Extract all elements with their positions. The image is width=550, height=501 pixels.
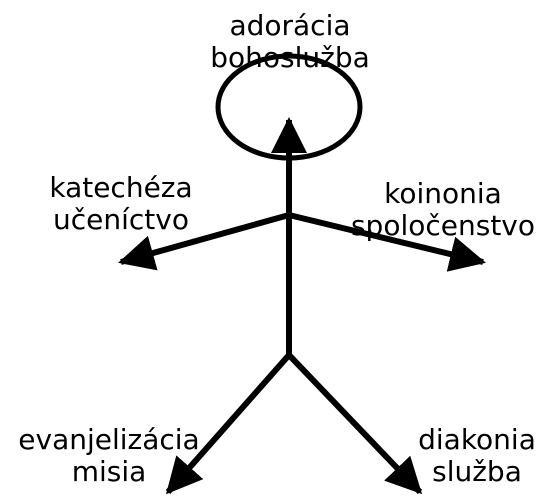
label-bottom-right-line2: služba xyxy=(432,455,522,488)
leg-arrow-right xyxy=(286,352,423,495)
label-left: katechéza učeníctvo xyxy=(38,172,204,236)
label-bottom-right: diakonia služba xyxy=(404,424,550,488)
label-right: koinonia spoločenstvo xyxy=(338,178,548,242)
label-right-line2: spoločenstvo xyxy=(350,209,536,242)
arm-arrow-left xyxy=(118,212,290,271)
leg-arrow-left xyxy=(165,353,292,495)
label-bottom-left-line2: misia xyxy=(71,455,147,488)
label-bottom-left: evanjelizácia misia xyxy=(2,424,216,488)
label-top-line1: adorácia xyxy=(229,9,351,42)
label-top-line2: bohoslužba xyxy=(210,41,370,74)
label-bottom-right-line1: diakonia xyxy=(418,423,536,456)
label-left-line2: učeníctvo xyxy=(53,203,189,236)
label-left-line1: katechéza xyxy=(49,171,193,204)
label-right-line1: koinonia xyxy=(384,177,502,210)
label-top: adorácia bohoslužba xyxy=(190,10,390,74)
arm-arrow-right xyxy=(288,212,486,272)
label-bottom-left-line1: evanjelizácia xyxy=(18,423,200,456)
